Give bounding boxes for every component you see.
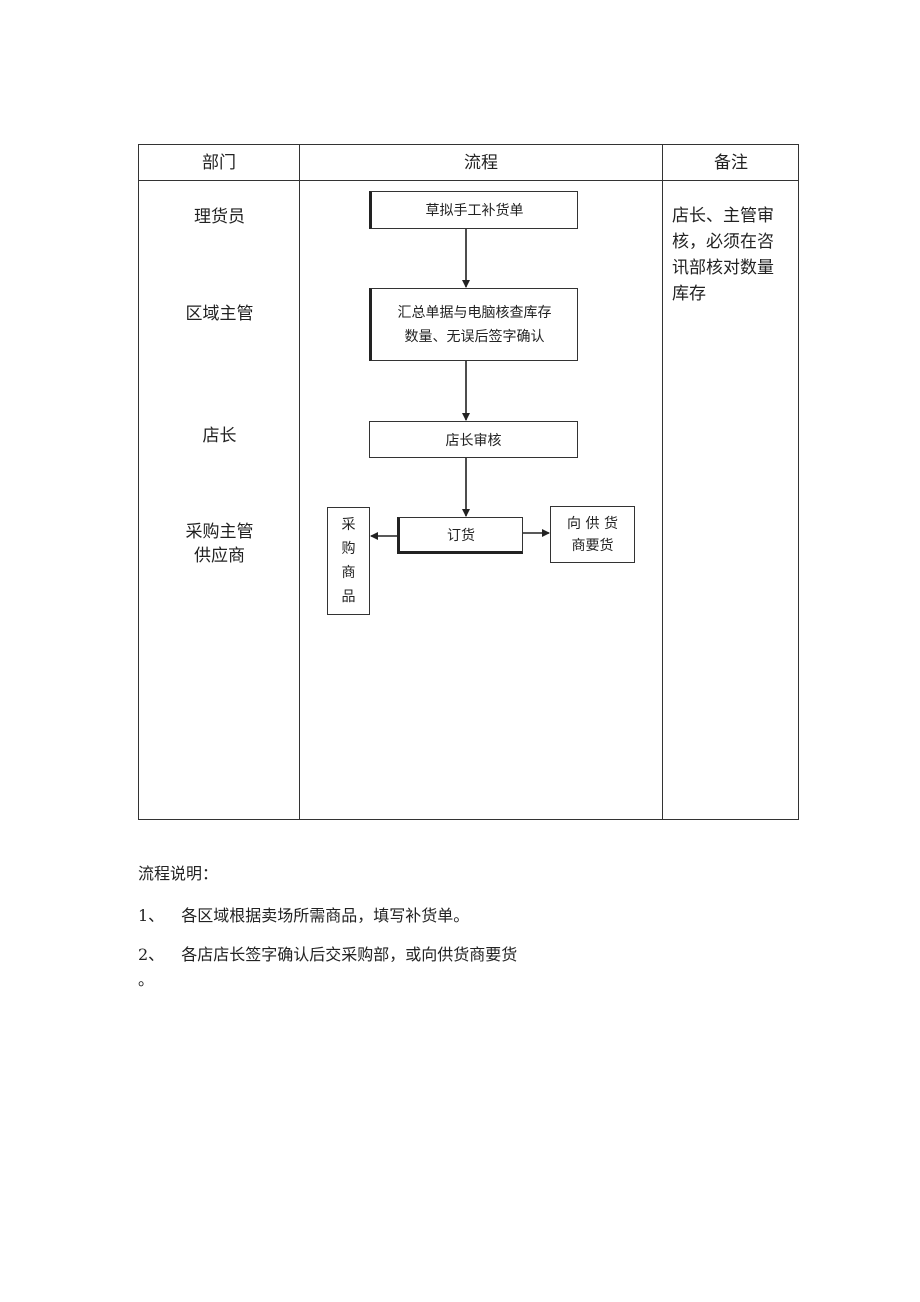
- explanation-item-1-text: 各区域根据卖场所需商品，填写补货单。: [181, 906, 470, 925]
- flow-step-verify: 汇总单据与电脑核查库存 数量、无误后签字确认: [369, 288, 578, 361]
- dept-stocker: 理货员: [194, 207, 245, 227]
- explanation-item-2-text: 各店店长签字确认后交采购部，或向供货商要货: [181, 945, 518, 964]
- flow-purchase-char: 购: [341, 541, 356, 557]
- flow-request-line1: 向 供 货: [567, 515, 618, 532]
- flow-request-line2: 商要货: [571, 537, 614, 554]
- explanation-item-1: 1、 各区域根据卖场所需商品，填写补货单。: [138, 902, 469, 926]
- process-table: 部门 流程 备注 理货员 区域主管 店长 采购主管 供应商 店长、主管审 核，必…: [138, 144, 799, 820]
- explanation-item-2-tail: 。: [138, 970, 155, 989]
- flow-step-verify-line1: 汇总单据与电脑核查库存: [397, 304, 552, 321]
- remark-line: 讯部核对数量: [672, 258, 774, 278]
- flow-purchase-char: 品: [341, 589, 356, 605]
- flow-step-draft-order: 草拟手工补货单: [369, 191, 578, 229]
- header-process: 流程: [464, 153, 498, 173]
- flow-step-store-review: 店长审核: [369, 421, 578, 458]
- remark-line: 库存: [672, 284, 706, 304]
- dept-supplier: 供应商: [194, 546, 245, 566]
- header-divider: [139, 180, 798, 181]
- flow-purchase-char: 商: [341, 565, 356, 581]
- column-divider-2: [662, 145, 663, 819]
- flow-step-order: 订货: [397, 517, 523, 554]
- dept-store-manager: 店长: [202, 426, 237, 446]
- explanation-item-2: 2、 各店店长签字确认后交采购部，或向供货商要货: [138, 941, 517, 965]
- column-divider-1: [299, 145, 300, 819]
- explanation-item-1-num: 1、: [138, 906, 165, 925]
- header-remark: 备注: [714, 153, 748, 173]
- flow-request-supplier: 向 供 货 商要货: [550, 506, 635, 563]
- remark-line: 核，必须在咨: [672, 232, 774, 252]
- flow-step-verify-line2: 数量、无误后签字确认: [404, 328, 545, 345]
- flow-purchase-char: 采: [341, 517, 356, 533]
- dept-purchasing: 采购主管 供应商: [139, 520, 300, 568]
- remark-text: 店长、主管审 核，必须在咨 讯部核对数量 库存: [672, 203, 790, 307]
- flow-purchase-goods: 采 购 商 品: [327, 507, 370, 615]
- dept-purchasing-manager: 采购主管: [185, 522, 254, 542]
- remark-line: 店长、主管审: [672, 206, 774, 226]
- dept-area-manager: 区域主管: [185, 304, 254, 324]
- header-dept: 部门: [202, 153, 236, 173]
- explanation-item-2-num: 2、: [138, 945, 165, 964]
- explanation-title: 流程说明：: [138, 864, 219, 883]
